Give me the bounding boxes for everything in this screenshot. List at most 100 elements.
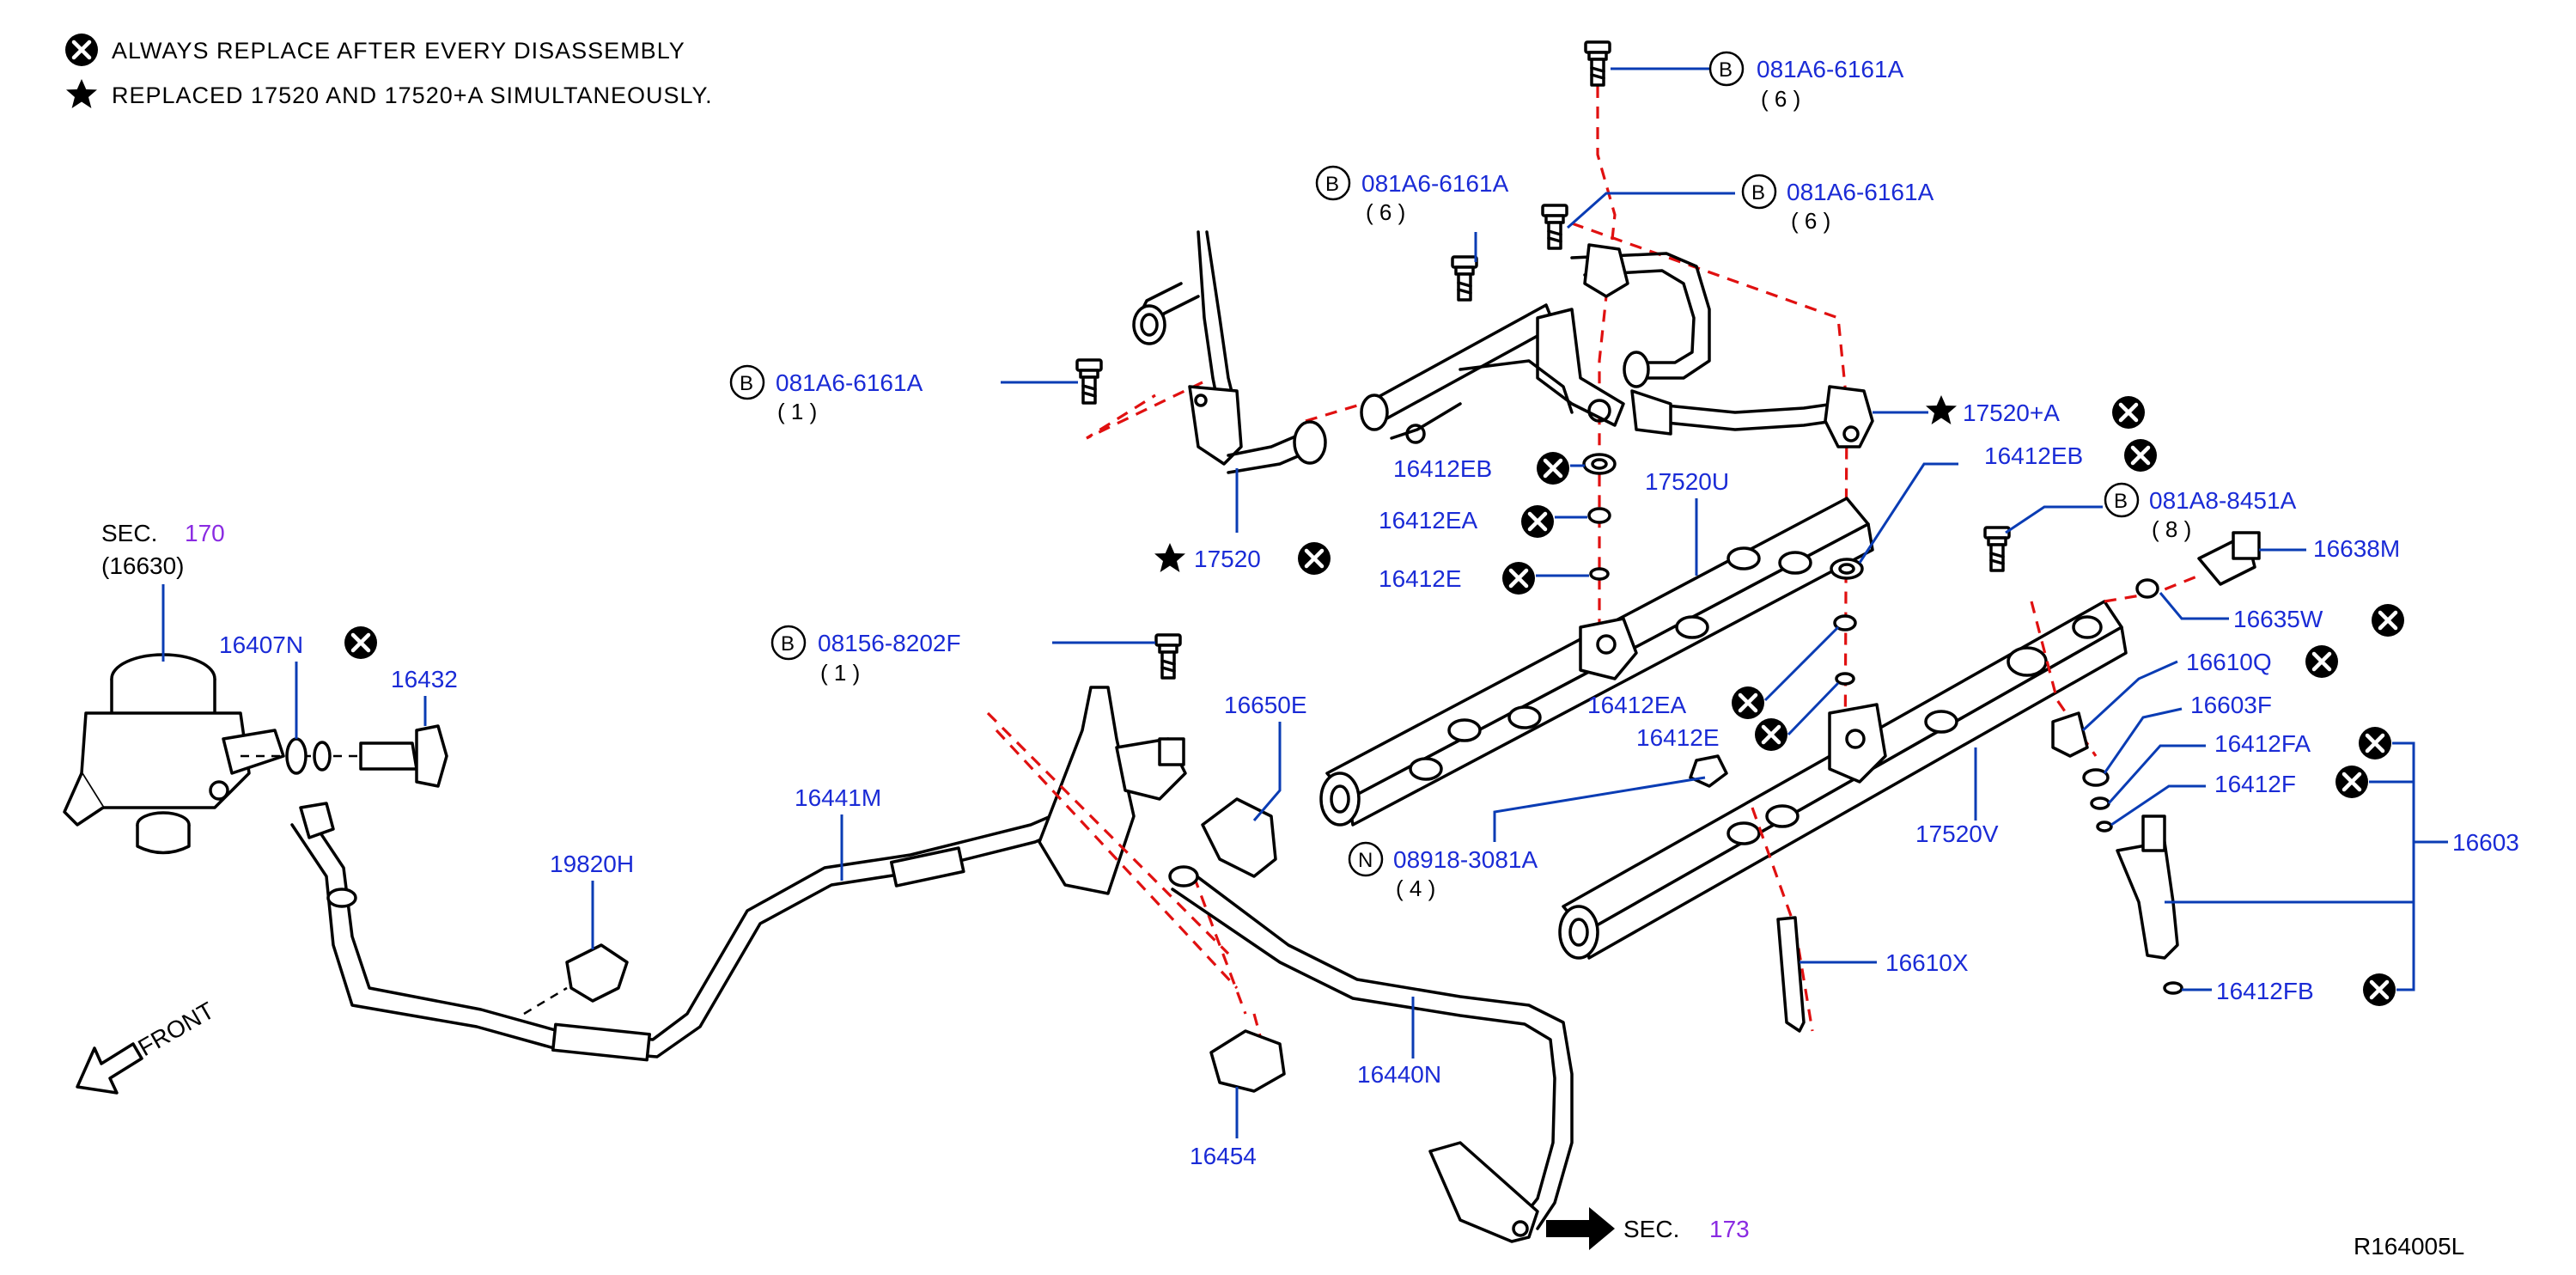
- svg-text:B: B: [1325, 173, 1339, 196]
- rail-injector-cups: [1409, 546, 1812, 781]
- bolt-top: [1584, 40, 1611, 87]
- upper-fuel-pipe-assembly: [1075, 40, 1874, 774]
- fuel-rail-17520V: [1558, 574, 2200, 1032]
- part-labels: 17520+A 17520 16412EB 16412EA 16412E 175…: [219, 395, 2519, 1169]
- fuel-pressure-sensor: [1983, 526, 2261, 599]
- label-16412EB-left: 16412EB: [1393, 455, 1492, 482]
- callout-bolt-sensor: B 081A8-8451A ( 8 ): [2005, 482, 2297, 542]
- nut-qty: ( 4 ): [1396, 875, 1435, 901]
- sec173-prefix: SEC.: [1623, 1216, 1679, 1242]
- label-16432: 16432: [391, 666, 458, 692]
- replace-mark-icon: [2305, 645, 2338, 678]
- svg-text:B: B: [781, 632, 795, 656]
- replace-mark-icon: [2359, 727, 2391, 760]
- nut-part: 08918-3081A: [1393, 846, 1538, 873]
- sec170-number: 170: [185, 520, 225, 546]
- bolt-sensor: [1983, 526, 2011, 572]
- bolt-left-qty: ( 1 ): [777, 399, 817, 424]
- bolt-top-qty: ( 6 ): [1761, 86, 1800, 112]
- label-17520: 17520: [1194, 546, 1261, 572]
- replace-mark-icon: [1521, 505, 1554, 538]
- bolt-left: [1075, 358, 1103, 405]
- label-17520V: 17520V: [1915, 821, 1999, 847]
- label-16638M: 16638M: [2313, 535, 2400, 562]
- fuel-rail-17520U: [1319, 497, 1874, 827]
- legend: ALWAYS REPLACE AFTER EVERY DISASSEMBLY R…: [65, 34, 713, 108]
- label-16412FA: 16412FA: [2214, 730, 2311, 757]
- replace-mark-icon: [2112, 396, 2145, 429]
- high-pressure-pump: [63, 653, 285, 855]
- bolt-right-upper-part: 081A6-6161A: [1787, 179, 1934, 205]
- label-16412E-left: 16412E: [1379, 565, 1462, 592]
- clip-16454: [1209, 1029, 1286, 1093]
- sec-173-arrow: SEC. 173: [1546, 1207, 1750, 1250]
- label-16412EB-right: 16412EB: [1984, 442, 2083, 469]
- bolt-left-upper-qty: ( 6 ): [1366, 199, 1405, 225]
- bolt-left-part: 081A6-6161A: [776, 369, 923, 396]
- legend-replace-note: ALWAYS REPLACE AFTER EVERY DISASSEMBLY: [112, 38, 685, 64]
- bolt-upper-left: [1451, 255, 1478, 302]
- label-16412E-right: 16412E: [1636, 724, 1720, 751]
- star-icon: [1154, 543, 1185, 572]
- star-icon: [1926, 395, 1957, 424]
- clip-16650E: [1201, 797, 1277, 878]
- callout-bolt-bracket: B 08156-8202F ( 1 ): [770, 625, 1155, 686]
- svg-text:B: B: [1719, 58, 1733, 82]
- replace-mark-icon: [2372, 604, 2404, 637]
- sec173-number: 173: [1709, 1216, 1750, 1242]
- label-17520U: 17520U: [1645, 468, 1729, 495]
- bolt-sensor-part: 081A8-8451A: [2149, 487, 2297, 514]
- bolt-bracket: [1154, 633, 1182, 680]
- bolt-bracket-qty: ( 1 ): [820, 660, 860, 686]
- diagram-id: R164005L: [2354, 1233, 2464, 1260]
- sec-170-label: SEC. 170 (16630): [101, 520, 225, 662]
- label-16635W: 16635W: [2233, 606, 2323, 632]
- label-16610X: 16610X: [1885, 949, 1969, 976]
- label-16650E: 16650E: [1224, 692, 1307, 718]
- svg-text:B: B: [740, 372, 753, 395]
- label-16407N: 16407N: [219, 631, 303, 658]
- label-16454: 16454: [1190, 1143, 1257, 1169]
- label-16603F: 16603F: [2190, 692, 2272, 718]
- fuel-pipe-16441M: [290, 797, 1097, 1062]
- stud-16610X: [1776, 916, 1806, 1033]
- bolt-sensor-qty: ( 8 ): [2152, 516, 2191, 542]
- front-arrow: FRONT: [76, 997, 219, 1095]
- label-16412EA-right: 16412EA: [1587, 692, 1687, 718]
- replace-mark-icon: [1732, 686, 1764, 719]
- bolt-upper-right: [1541, 204, 1568, 250]
- svg-text:N: N: [1358, 849, 1373, 872]
- label-16412FB: 16412FB: [2216, 978, 2314, 1004]
- bolt-left-upper-part: 081A6-6161A: [1361, 170, 1509, 197]
- label-16603: 16603: [2452, 829, 2519, 856]
- fuel-injector-16603: [2051, 711, 2183, 995]
- sec170-sub: (16630): [101, 552, 185, 579]
- label-16440N: 16440N: [1357, 1061, 1441, 1088]
- check-valve-and-plug: [241, 724, 448, 788]
- bolt-top-part: 081A6-6161A: [1757, 56, 1904, 82]
- replace-mark-icon: [1755, 718, 1787, 751]
- svg-text:B: B: [2114, 490, 2128, 513]
- replace-mark-icon: [2335, 766, 2368, 798]
- label-16412EA-left: 16412EA: [1379, 507, 1478, 534]
- label-19820H: 19820H: [550, 851, 634, 877]
- fuel-pipe-16440N: [1168, 865, 1574, 1243]
- svg-text:B: B: [1751, 181, 1765, 204]
- replace-mark-icon: [65, 34, 98, 66]
- callout-bolt-left: B 081A6-6161A ( 1 ): [729, 364, 1078, 424]
- replace-mark-icon: [1298, 542, 1331, 575]
- bolt-right-upper-qty: ( 6 ): [1791, 208, 1830, 234]
- callout-bolt-right-upper: B 081A6-6161A ( 6 ): [1567, 174, 1934, 234]
- legend-star-note: REPLACED 17520 AND 17520+A SIMULTANEOUSL…: [112, 82, 713, 108]
- replace-mark-icon: [1502, 562, 1535, 595]
- sec170-prefix: SEC.: [101, 520, 157, 546]
- label-17520A: 17520+A: [1963, 400, 2060, 426]
- label-16441M: 16441M: [795, 784, 881, 811]
- callout-bolt-top: B 081A6-6161A ( 6 ): [1611, 51, 1904, 112]
- front-label: FRONT: [134, 997, 219, 1061]
- label-16610Q: 16610Q: [2186, 649, 2272, 675]
- star-icon: [66, 79, 97, 108]
- replace-mark-icon: [344, 626, 377, 659]
